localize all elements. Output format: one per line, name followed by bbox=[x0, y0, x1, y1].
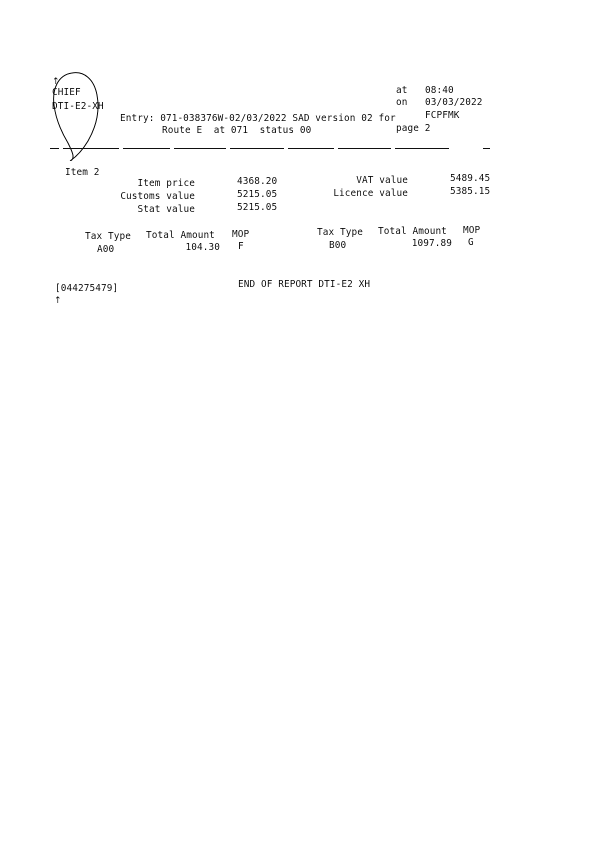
on-label: on bbox=[396, 97, 408, 108]
vat-value: 5489.45 bbox=[450, 173, 491, 184]
tax-type-cell: A00 bbox=[97, 244, 115, 255]
arrow-up-icon: ↑ bbox=[54, 296, 62, 306]
page-number: page 2 bbox=[396, 123, 431, 134]
code-top: CHIEF bbox=[52, 87, 81, 98]
tax-type-header: Tax Type bbox=[85, 231, 131, 242]
item-price-label: Item price bbox=[137, 178, 195, 189]
reference-number: [044275479] bbox=[55, 283, 119, 294]
item-title: Item 2 bbox=[65, 167, 100, 178]
tax-type-cell: B00 bbox=[329, 240, 347, 251]
mop-header: MOP bbox=[232, 229, 250, 240]
dashed-separator bbox=[50, 148, 490, 149]
tax-type-header: Tax Type bbox=[317, 227, 363, 238]
for-value: FCPFMK bbox=[425, 110, 460, 121]
stat-value-label: Stat value bbox=[137, 204, 195, 215]
mop-cell: G bbox=[468, 237, 474, 248]
licence-value: 5385.15 bbox=[450, 186, 491, 197]
report-date: 03/03/2022 bbox=[425, 97, 483, 108]
code-report: DTI-E2-XH bbox=[52, 101, 104, 112]
entry-line: Entry: 071-038376W-02/03/2022 SAD versio… bbox=[120, 113, 396, 124]
licence-value-label: Licence value bbox=[333, 188, 408, 199]
route-line: Route E at 071 status 00 bbox=[162, 125, 312, 136]
stat-value: 5215.05 bbox=[237, 202, 278, 213]
mop-header: MOP bbox=[463, 225, 481, 236]
report-time: 08:40 bbox=[425, 85, 454, 96]
end-of-report: END OF REPORT DTI-E2 XH bbox=[238, 279, 371, 290]
mop-cell: F bbox=[238, 241, 244, 252]
item-price-value: 4368.20 bbox=[237, 176, 278, 187]
at-label: at bbox=[396, 85, 408, 96]
arrow-up-icon: ↑ bbox=[52, 77, 60, 87]
total-amount-cell: 1097.89 bbox=[411, 238, 452, 249]
customs-value-label: Customs value bbox=[120, 191, 195, 202]
customs-value: 5215.05 bbox=[237, 189, 278, 200]
total-amount-header: Total Amount bbox=[378, 226, 447, 237]
vat-value-label: VAT value bbox=[356, 175, 408, 186]
circle-annotation-mark bbox=[53, 72, 99, 161]
total-amount-cell: 104.30 bbox=[185, 242, 220, 253]
total-amount-header: Total Amount bbox=[146, 230, 215, 241]
